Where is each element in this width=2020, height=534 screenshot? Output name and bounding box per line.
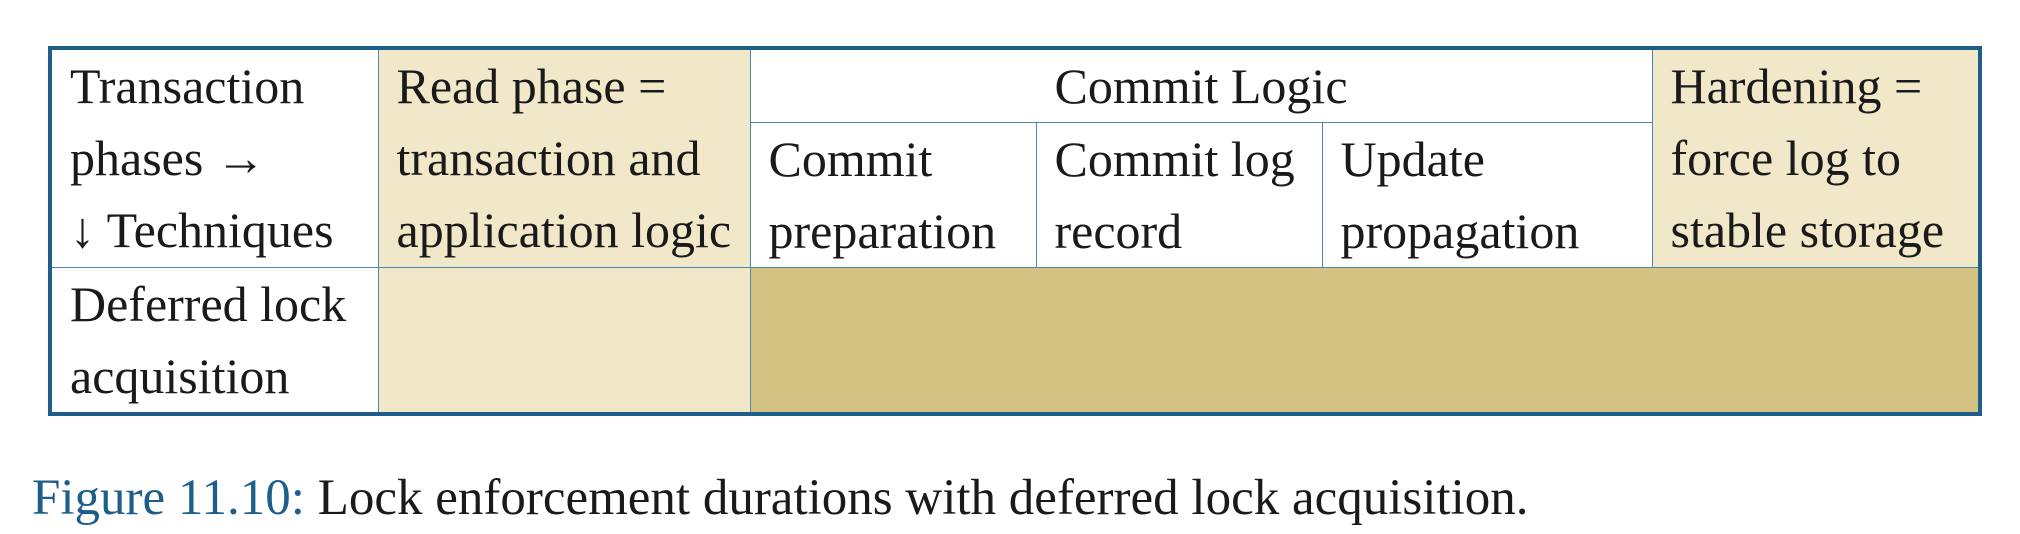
commit-preparation-header-cell: Commit preparation (749, 122, 1037, 268)
corner-header-line: Transaction (70, 58, 305, 114)
commit-logic-header: Commit Logic (749, 47, 1653, 123)
lock-enforcement-duration-cell (749, 267, 1981, 415)
technique-row-label-cell: Deferred lock acquisition (49, 267, 379, 415)
hardening-header-line: Hardening = (1670, 58, 1923, 114)
commit-preparation-header-line: preparation (768, 203, 997, 259)
corner-header-cell: Transaction phases → ↓ Techniques (49, 47, 379, 268)
commit-log-record-header-line: record (1054, 203, 1183, 259)
read-phase-header-line: application logic (396, 202, 732, 258)
technique-row-label-line: Deferred lock (70, 276, 347, 332)
update-propagation-header-cell: Update propagation (1321, 122, 1653, 268)
lock-duration-table: Transaction phases → ↓ Techniques Read p… (48, 46, 1982, 416)
read-phase-duration-cell (377, 267, 751, 415)
update-propagation-header-line: propagation (1340, 203, 1580, 259)
figure-caption: Figure 11.10: Lock enforcement durations… (32, 468, 1529, 528)
corner-header-line: ↓ Techniques (70, 202, 334, 258)
read-phase-header-line: transaction and (396, 130, 701, 186)
read-phase-header-cell: Read phase = transaction and application… (377, 47, 751, 268)
commit-log-record-header-line: Commit log (1054, 131, 1295, 187)
corner-header-line: phases → (70, 130, 266, 186)
figure-number: Figure 11.10: (32, 470, 305, 526)
technique-row-label-line: acquisition (70, 348, 290, 404)
update-propagation-header-line: Update (1340, 131, 1485, 187)
hardening-header-line: stable storage (1670, 202, 1945, 258)
hardening-header-line: force log to (1670, 130, 1901, 186)
figure-caption-text: Lock enforcement durations with deferred… (317, 470, 1529, 526)
commit-preparation-header-line: Commit (768, 131, 933, 187)
commit-log-record-header-cell: Commit log record (1035, 122, 1323, 268)
read-phase-header-line: Read phase = (396, 58, 667, 114)
hardening-header-cell: Hardening = force log to stable storage (1651, 47, 1981, 268)
